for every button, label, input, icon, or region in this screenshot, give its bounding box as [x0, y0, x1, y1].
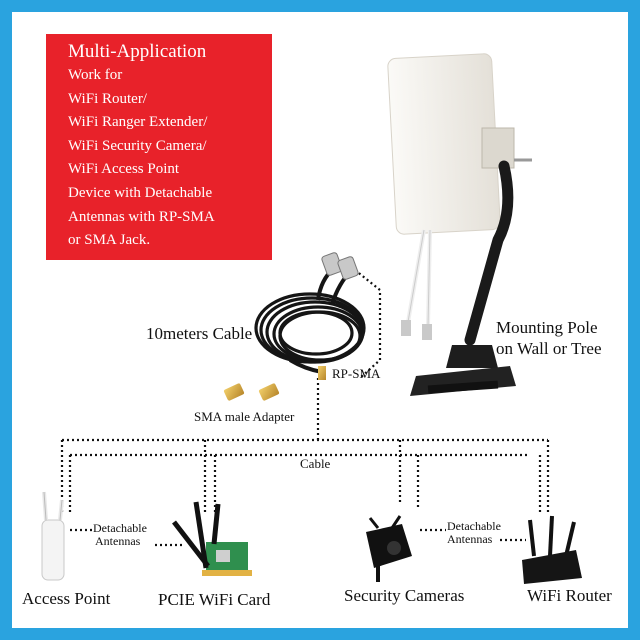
device-label-wifi-router: WiFi Router: [527, 586, 612, 605]
promo-line: WiFi Ranger Extender/: [68, 114, 208, 131]
access-point-icon: [41, 491, 65, 581]
detachable-label-left: Detachable: [93, 521, 147, 535]
cable-connectors: [318, 252, 359, 380]
detachable-label-right: Detachable: [447, 519, 501, 533]
panel-antenna: [387, 53, 532, 340]
security-camera-icon: [366, 515, 412, 582]
promo-title: Multi-Application: [68, 41, 207, 62]
rp-sma-label: RP-SMA: [332, 366, 381, 381]
mounting-label-line2: on Wall or Tree: [496, 339, 602, 358]
connection-lines: [60, 269, 550, 547]
device-label-pcie-card: PCIE WiFi Card: [158, 590, 271, 609]
wifi-router-icon: [522, 515, 582, 584]
device-label-access-point: Access Point: [22, 589, 111, 608]
promo-line: Work for: [68, 67, 123, 83]
cable-label: Cable: [300, 456, 331, 471]
sma-adapter-label: SMA male Adapter: [194, 409, 295, 424]
promo-line: Antennas with RP-SMA: [68, 208, 215, 225]
cable-length-label: 10meters Cable: [146, 324, 253, 343]
mounting-label-line1: Mounting Pole: [496, 318, 598, 337]
multi-application-panel: Multi-Application Work for WiFi Router/ …: [46, 34, 272, 260]
sma-adapter-icon: [223, 383, 280, 401]
device-label-security-cameras: Security Cameras: [344, 586, 465, 605]
promo-line: Device with Detachable: [68, 184, 213, 201]
promo-line: WiFi Router/: [68, 90, 147, 107]
antennas-label-right: Antennas: [447, 532, 493, 546]
promo-line: WiFi Security Camera/: [68, 137, 207, 154]
promo-line: WiFi Access Point: [68, 161, 180, 178]
cable-coil: [254, 266, 366, 374]
promo-line: or SMA Jack.: [68, 232, 151, 249]
pcie-card-icon: [172, 501, 252, 576]
antennas-label-left: Antennas: [95, 534, 141, 548]
mounting-pole: [410, 160, 516, 396]
